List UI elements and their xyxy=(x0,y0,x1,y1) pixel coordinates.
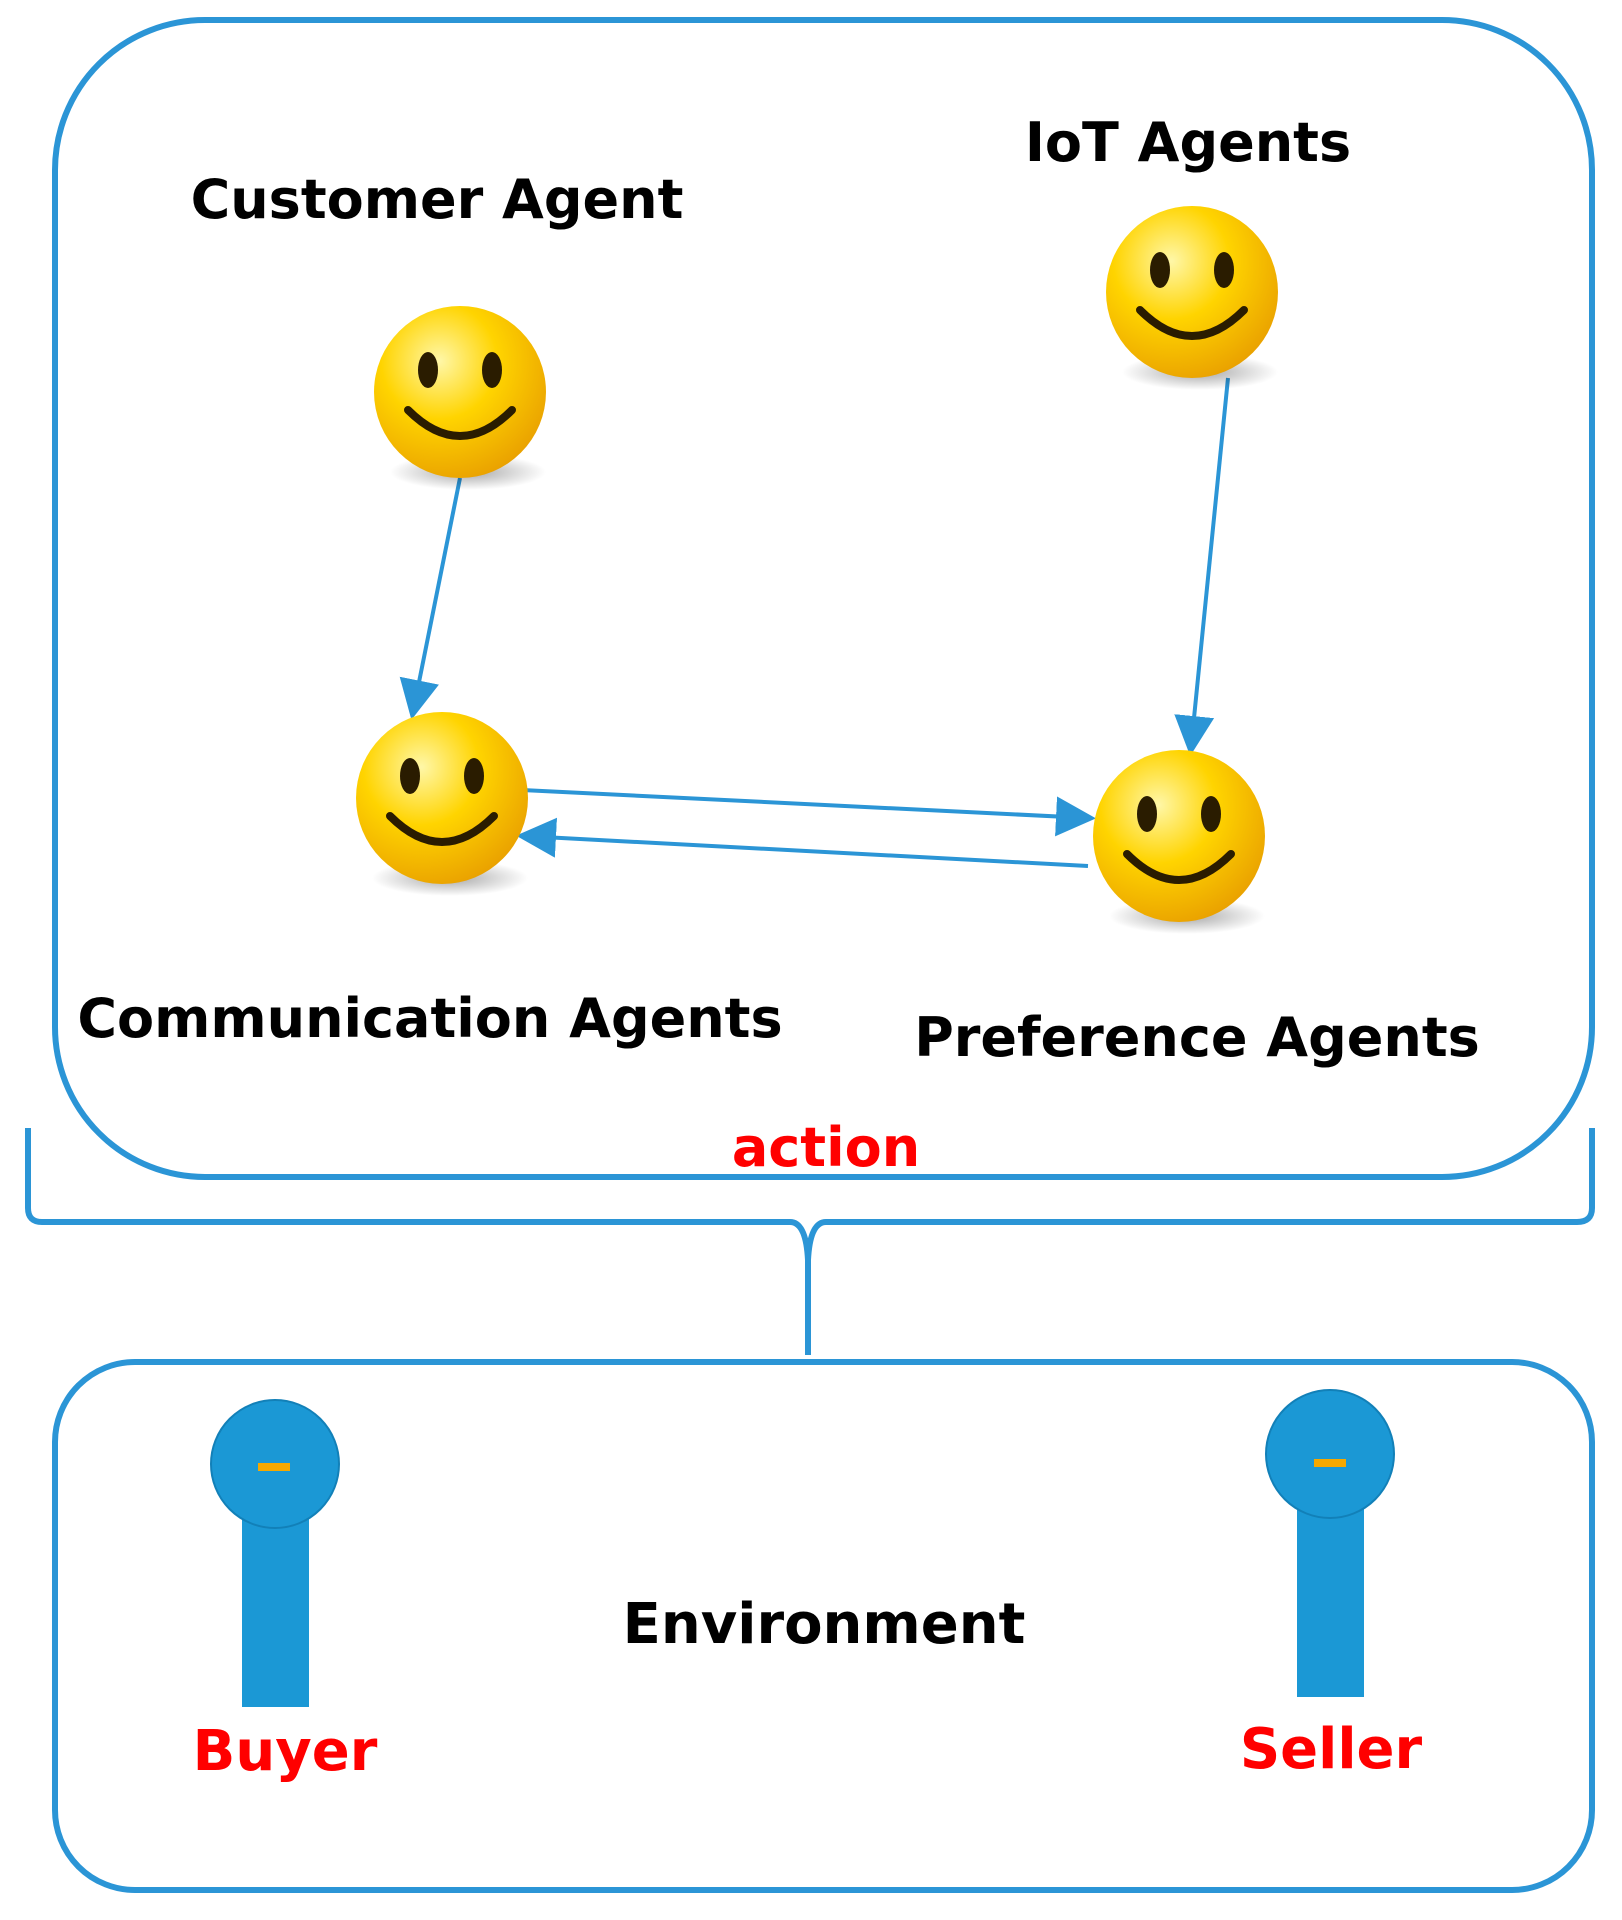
arrow-iot-to-preference xyxy=(1174,377,1230,756)
agents-frame xyxy=(52,17,1595,1180)
arrow-communication-to-preference xyxy=(521,788,1096,837)
communication-agents-label: Communication Agents xyxy=(77,987,782,1050)
iot-agents-label: IoT Agents xyxy=(1025,111,1351,174)
arrow-preference-to-communication xyxy=(516,817,1089,868)
communication-agent-icon xyxy=(356,712,528,896)
environment-frame xyxy=(52,1359,1595,1893)
buyer-figure-icon xyxy=(210,1399,340,1707)
environment-label: Environment xyxy=(623,1592,1026,1657)
buyer-label: Buyer xyxy=(193,1719,378,1784)
seller-label: Seller xyxy=(1240,1717,1423,1782)
seller-figure-icon xyxy=(1265,1389,1395,1697)
preference-agents-label: Preference Agents xyxy=(914,1006,1480,1069)
customer-agent-icon xyxy=(374,306,546,490)
connectors xyxy=(399,377,1230,868)
action-brace xyxy=(25,1128,1595,1355)
customer-agent-label: Customer Agent xyxy=(191,168,684,231)
arrow-customer-to-communication xyxy=(399,477,462,720)
iot-agent-icon xyxy=(1106,206,1278,390)
preference-agent-icon xyxy=(1093,750,1265,934)
action-label: action xyxy=(732,1116,920,1179)
